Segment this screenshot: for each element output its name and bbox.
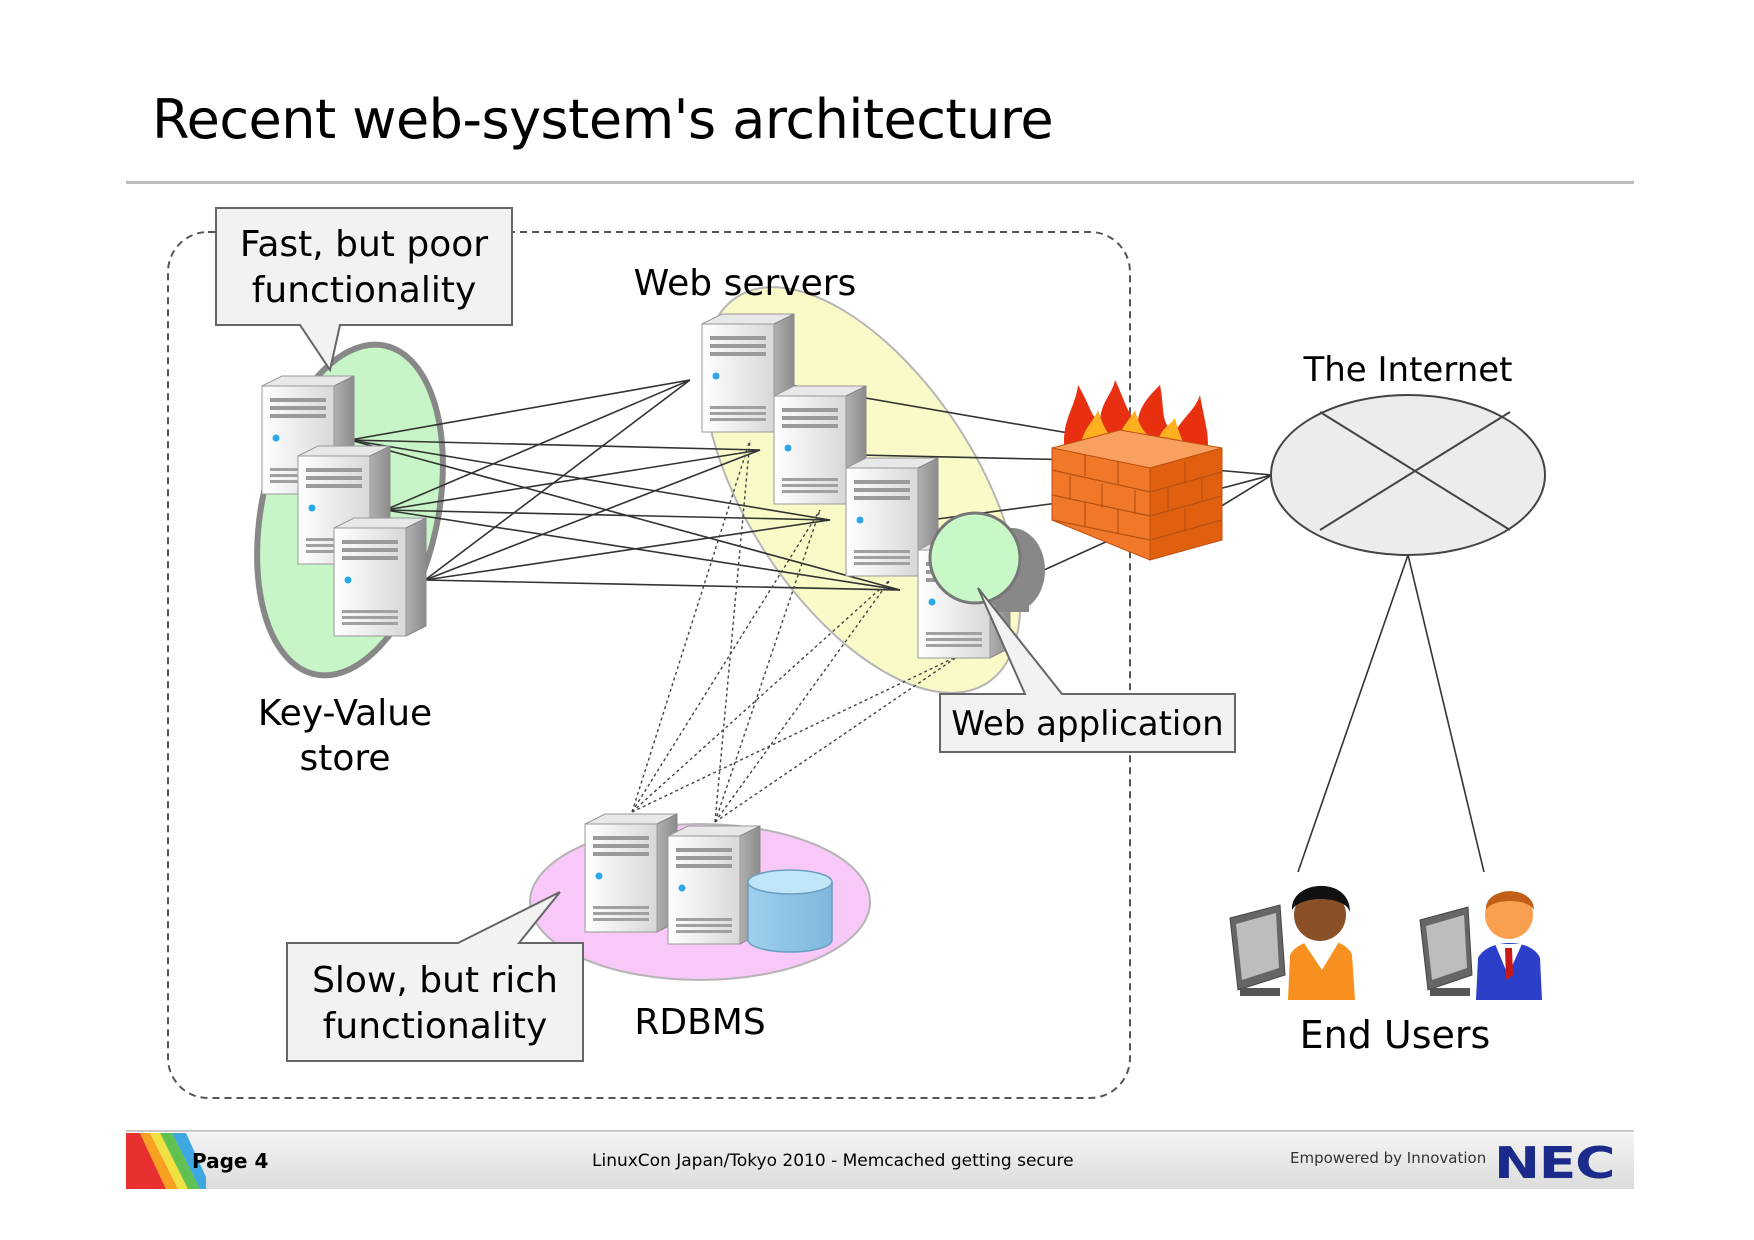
rdbms-callout-box <box>286 891 584 1062</box>
rdbms-label: RDBMS <box>634 1002 766 1043</box>
rdbms-callout-line2: functionality <box>322 1006 548 1047</box>
kvs-server-3 <box>333 517 427 637</box>
rdbms-server-1 <box>584 813 678 933</box>
end-user-2-icon <box>1419 891 1542 1000</box>
kvs-callout-line2: functionality <box>251 270 477 311</box>
slide-title: Recent web-system's architecture <box>152 88 1054 151</box>
footer-text: LinuxCon Japan/Tokyo 2010 - Memcached ge… <box>592 1151 1074 1171</box>
kvs-callout-box <box>215 207 513 373</box>
footer-bar <box>126 1133 1634 1189</box>
page-number: Page 4 <box>192 1149 269 1173</box>
rdbms-web-connections <box>631 439 961 823</box>
footer-tagline: Empowered by Innovation <box>1290 1149 1487 1167</box>
system-boundary <box>167 231 1131 1099</box>
web-servers-label: Web servers <box>633 263 857 304</box>
end-users-label: End Users <box>1299 1013 1491 1057</box>
web-app-icon <box>928 511 1045 612</box>
end-user-1-icon <box>1229 885 1355 1000</box>
nec-logo: NEC <box>1494 1138 1615 1189</box>
footer-rainbow-stripe <box>126 1133 206 1189</box>
rdbms-callout-line1: Slow, but rich <box>312 960 558 1001</box>
footer-divider <box>126 1130 1634 1132</box>
internet-user-connections <box>1297 554 1485 873</box>
internet-label: The Internet <box>1303 350 1513 390</box>
internet-icon <box>1270 394 1546 556</box>
kvs-label-line2: store <box>299 738 391 779</box>
title-divider <box>126 181 1634 184</box>
web-app-callout-box <box>939 587 1236 753</box>
web-app-callout-text: Web application <box>951 704 1224 744</box>
kvs-label-line1: Key-Value <box>257 693 433 734</box>
firewall-icon <box>1051 380 1223 561</box>
kvs-web-connections <box>349 379 901 591</box>
database-icon <box>747 869 833 953</box>
rdbms-server-2 <box>667 825 761 945</box>
kvs-callout-line1: Fast, but poor <box>239 224 489 265</box>
